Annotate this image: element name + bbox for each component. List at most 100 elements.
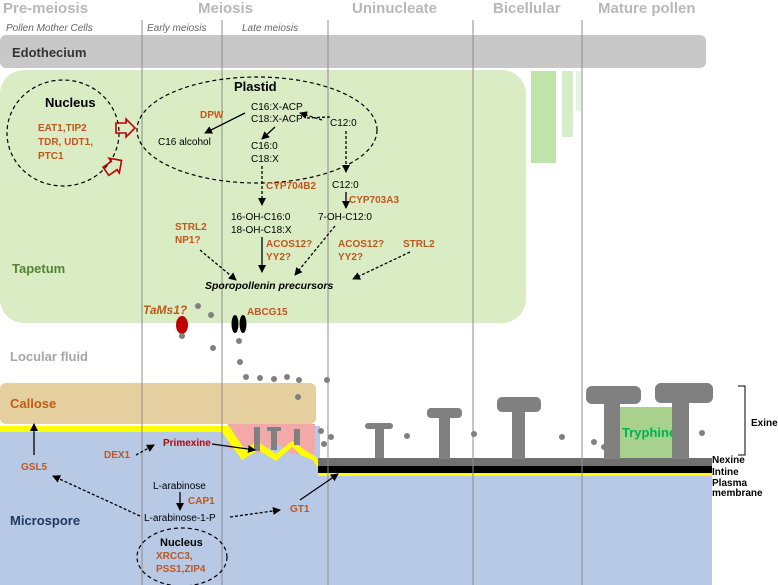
locular-fluid-label: Locular fluid	[10, 349, 88, 364]
precursor-dots	[179, 303, 705, 450]
arrow-icon	[211, 443, 256, 453]
baculum	[497, 397, 541, 412]
c12-0: C12:0	[332, 180, 359, 191]
baculum	[294, 429, 300, 445]
nucleus-gene-line-2: TDR, UDT1,	[38, 137, 93, 148]
abcg15-transporter	[231, 315, 239, 333]
baculum	[254, 427, 260, 451]
exine-bracket	[738, 385, 746, 456]
baculum	[512, 410, 525, 459]
tryphine-label: Tryphine	[622, 425, 676, 440]
microspore-label: Microspore	[10, 513, 80, 528]
l-arabinose-1-p: L-arabinose-1-P	[144, 513, 216, 524]
stage-mature-pollen: Mature pollen	[598, 0, 696, 17]
oh-c16-0: 16-OH-C16:0	[231, 212, 291, 223]
baculum	[271, 430, 277, 450]
edothecium-label: Edothecium	[12, 45, 86, 60]
dashed-arrow-icon	[229, 507, 281, 518]
tapetum-degrading-bar-1	[531, 71, 556, 163]
callose-label: Callose	[10, 396, 56, 411]
tapetum-label: Tapetum	[12, 261, 65, 276]
baculum	[672, 401, 689, 459]
arrow-icon	[261, 126, 276, 140]
dashed-arrow-icon	[52, 475, 141, 517]
dashed-arrow-icon	[305, 116, 331, 119]
membrane-label: membrane	[712, 488, 763, 499]
l-arabinose: L-arabinose	[153, 481, 206, 492]
plastid	[136, 76, 378, 184]
baculum	[655, 383, 713, 403]
nexine-label: Nexine	[712, 455, 745, 466]
dashed-arrow-icon	[199, 249, 237, 281]
nucleus-gene-line-1: EAT1,TIP2	[38, 123, 87, 134]
gene-dpw: DPW	[200, 110, 224, 121]
substage-early-meiosis: Early meiosis	[147, 23, 206, 34]
plasma-label: Plasma	[712, 478, 747, 489]
gene-np1: NP1?	[175, 235, 201, 246]
tapetum-degrading-bar-3	[576, 71, 581, 111]
plasma-membrane	[318, 472, 712, 476]
gene-acos12: ACOS12?	[338, 239, 384, 250]
abcg15-transporter	[239, 315, 247, 333]
stage-meiosis: Meiosis	[198, 0, 253, 17]
baculum	[604, 402, 620, 459]
primexine-label: Primexine	[163, 438, 211, 449]
baculum	[586, 386, 641, 404]
dashed-arrow-icon	[299, 111, 323, 121]
substage-pmc: Pollen Mother Cells	[6, 23, 93, 34]
baculum	[439, 417, 450, 459]
c18x-acp: C18:X-ACP	[251, 114, 303, 125]
c12-0-plastid: C12:0	[330, 118, 357, 129]
gene-strl2: STRL2	[403, 239, 435, 250]
c16-0: C16:0	[251, 141, 278, 152]
stage-bicellular: Bicellular	[493, 0, 561, 17]
nucleus-gene-line-3: PTC1	[38, 151, 64, 162]
oh-c18-x: 18-OH-C18:X	[231, 225, 292, 236]
stage-uninucleate: Uninucleate	[352, 0, 437, 17]
gene-yy2: YY2?	[266, 252, 291, 263]
gene-abcg15: ABCG15	[247, 307, 288, 318]
arrow-icon	[299, 473, 339, 501]
intine-label: Intine	[712, 467, 739, 478]
gene-cyp704b2: CYP704B2	[266, 181, 316, 192]
tams1-transporter	[176, 316, 188, 334]
baculum	[427, 408, 462, 418]
gene-tams1: TaMs1?	[143, 303, 188, 317]
microspore-region	[0, 463, 712, 585]
microspore-nucleus	[136, 527, 228, 585]
tryphine	[616, 407, 674, 458]
nucleus-title: Nucleus	[45, 95, 96, 110]
gene-yy2: YY2?	[338, 252, 363, 263]
substage-late-meiosis: Late meiosis	[242, 23, 298, 34]
baculum	[365, 423, 393, 429]
gene-cap1: CAP1	[188, 496, 215, 507]
microspore-nucleus-gene-1: XRCC3,	[156, 551, 193, 562]
baculum	[267, 427, 281, 431]
sporopollenin-precursors: Sporopollenin precursors	[205, 280, 334, 292]
dashed-arrow-icon	[294, 225, 336, 276]
exine-label: Exine	[751, 418, 778, 429]
c18-x: C18:X	[251, 154, 279, 165]
plastid-title: Plastid	[234, 79, 277, 94]
gene-gt1: GT1	[290, 504, 310, 515]
dashed-arrow-icon	[135, 444, 155, 456]
arrow-icon	[204, 112, 246, 134]
c16x-acp: C16:X-ACP	[251, 102, 303, 113]
red-arrow-icon	[102, 157, 123, 177]
nexine-layer	[318, 458, 712, 466]
microspore-nucleus-gene-2: PSS1,ZIP4	[156, 564, 206, 575]
oh-c12-0: 7-OH-C12:0	[318, 212, 372, 223]
gene-dex1: DEX1	[104, 450, 131, 461]
red-arrow-icon	[115, 117, 137, 139]
gene-acos12: ACOS12?	[266, 239, 312, 250]
tapetum-degrading-bar-2	[562, 71, 573, 137]
edothecium-band	[0, 35, 706, 68]
baculum	[375, 428, 384, 458]
dashed-arrow-icon	[352, 251, 411, 280]
c16-alcohol: C16 alcohol	[158, 137, 211, 148]
microspore-nucleus-title: Nucleus	[160, 537, 203, 549]
gene-strl2: STRL2	[175, 222, 207, 233]
gene-gsl5: GSL5	[21, 462, 48, 473]
stage-pre-meiosis: Pre-meiosis	[3, 0, 88, 17]
